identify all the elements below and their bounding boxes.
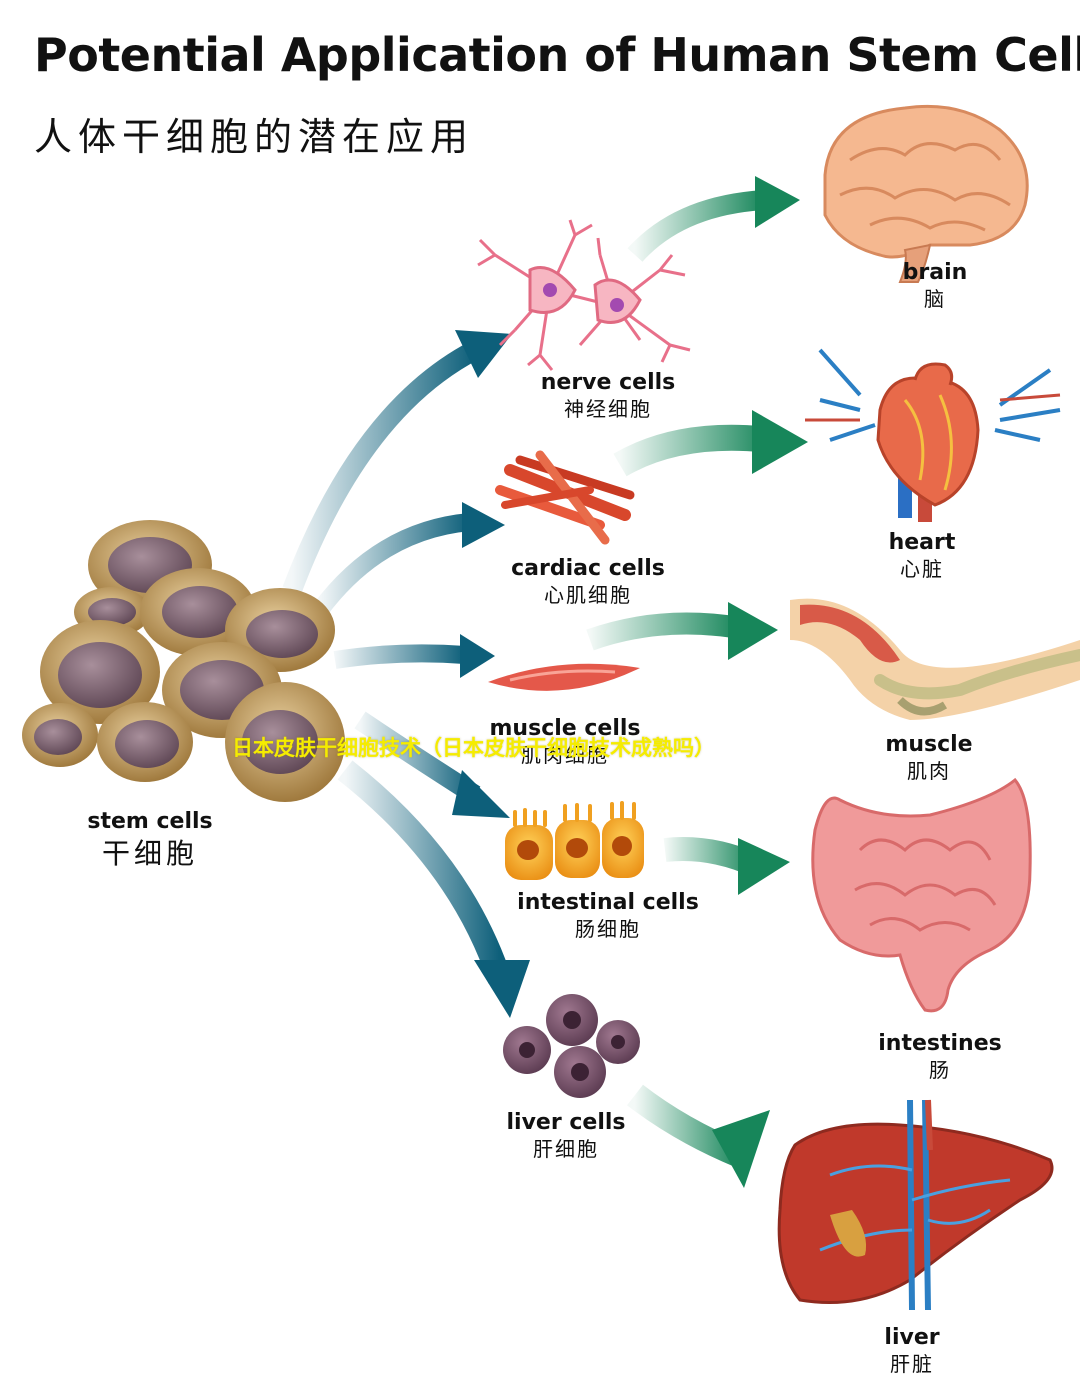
liver-cell-icon (503, 994, 640, 1098)
arrow-head-liver-organ (712, 1110, 770, 1188)
label-muscle: muscle 肌肉 (885, 731, 972, 784)
label-cardiac-cells: cardiac cells 心肌细胞 (511, 555, 665, 608)
label-liver: liver 肝脏 (884, 1324, 939, 1377)
label-cardiac-cells-zh: 心肌细胞 (544, 582, 632, 607)
label-intestinal-cells-zh: 肠细胞 (574, 916, 641, 941)
muscle-cell-icon (488, 663, 640, 691)
stem-arrows (282, 330, 530, 1018)
label-intestines-en: intestines (878, 1031, 1002, 1056)
arrow-head-nerve (455, 330, 512, 378)
label-liver-cells: liver cells 肝细胞 (507, 1109, 626, 1162)
label-liver-cells-zh: 肝细胞 (533, 1136, 599, 1161)
liver-icon (777, 1099, 1054, 1311)
label-brain-zh: 脑 (924, 286, 946, 311)
arrow-head-cardiac (462, 502, 505, 548)
arrow-to-muscle (333, 644, 466, 669)
intestines-icon (811, 777, 1032, 1013)
label-brain: brain 脑 (903, 259, 968, 312)
organ-arrows (586, 176, 808, 1188)
muscle-icon (790, 598, 1080, 720)
stem-cell-cluster (22, 520, 345, 802)
arrow-to-nerve (282, 341, 480, 594)
heart-icon (805, 348, 1061, 522)
label-stem-cells-zh: 干细胞 (101, 836, 199, 870)
arrow-head-heart (752, 410, 808, 474)
label-liver-en: liver (884, 1325, 940, 1350)
label-heart: heart 心脏 (889, 529, 956, 582)
label-intestinal-cells-en: intestinal cells (517, 890, 699, 915)
brain-icon (823, 104, 1029, 283)
arrow-head-intestinal (452, 770, 510, 818)
arrow-to-liver (337, 760, 512, 984)
nerve-cell-icon (477, 219, 691, 371)
label-heart-zh: 心脏 (899, 556, 944, 581)
cardiac-cell-icon (495, 450, 635, 545)
label-liver-cells-en: liver cells (506, 1110, 626, 1135)
arrow-to-brain (627, 190, 766, 262)
label-stem-cells-en: stem cells (87, 809, 213, 834)
arrow-head-intestines (738, 838, 790, 895)
label-muscle-en: muscle (885, 732, 973, 757)
label-nerve-cells: nerve cells 神经细胞 (541, 369, 676, 422)
arrow-head-brain (755, 176, 800, 228)
arrow-to-muscle-organ (586, 612, 742, 651)
intestinal-cell-icon (505, 801, 644, 880)
title-chinese: 人体干细胞的潜在应用 (34, 115, 475, 159)
title-english: Potential Application of Human Stem Cell… (34, 28, 1080, 82)
arrow-to-heart (613, 424, 772, 477)
arrow-head-muscle (460, 634, 495, 678)
label-muscle-cells-zh: 肌肉细胞 (520, 742, 609, 767)
label-stem-cells: stem cells 干细胞 (87, 808, 212, 871)
label-heart-en: heart (888, 530, 956, 555)
label-muscle-cells: muscle cells 肌肉细胞 (490, 715, 641, 768)
label-muscle-cells-en: muscle cells (489, 716, 641, 741)
label-nerve-cells-zh: 神经细胞 (564, 396, 652, 421)
label-cardiac-cells-en: cardiac cells (511, 556, 665, 581)
arrow-head-liver (474, 960, 530, 1018)
label-liver-zh: 肝脏 (889, 1351, 934, 1376)
label-intestines-zh: 肠 (928, 1057, 951, 1082)
label-brain-en: brain (902, 260, 968, 285)
label-intestinal-cells: intestinal cells 肠细胞 (517, 889, 699, 942)
arrow-head-muscle-organ (728, 602, 778, 660)
overlay-caption: 日本皮肤干细胞技术（日本皮肤干细胞技术成熟吗） (232, 736, 715, 760)
label-nerve-cells-en: nerve cells (540, 370, 676, 395)
label-intestines: intestines 肠 (878, 1030, 1001, 1083)
label-muscle-zh: 肌肉 (907, 758, 951, 783)
arrow-to-cardiac (312, 513, 471, 616)
